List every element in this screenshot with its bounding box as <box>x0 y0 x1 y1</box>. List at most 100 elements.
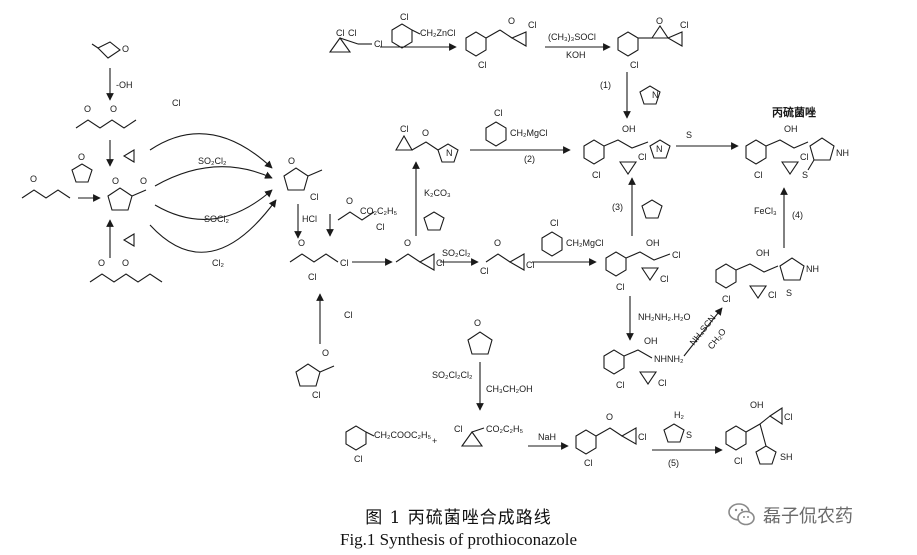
label-s: S <box>802 170 808 180</box>
reagent-hydrazine: NH₂NH₂.H₂O <box>638 312 690 322</box>
label-o: O <box>508 16 515 26</box>
ethyl-acetoacetate: O O <box>89 258 163 283</box>
label-cl: Cl <box>638 432 647 442</box>
label-o: O <box>404 238 411 248</box>
reagent-sulfoxonium: (CH₃)₃SOCl <box>548 32 596 42</box>
label-h2: H₂ <box>674 410 684 420</box>
label-nhnh2: NHNH₂ <box>654 354 684 364</box>
reagent-hcl: HCl <box>302 214 317 224</box>
label-cl: Cl <box>354 454 363 464</box>
reagent-ch2zncl: CH₂ZnCl <box>420 28 456 38</box>
triazole-reagent-2 <box>423 211 445 231</box>
reagent-k2co3: K₂CO₃ <box>424 188 451 198</box>
diketene: O <box>91 41 129 59</box>
ethyl-chlorophenylacetate: CH₂COOC₂H₅ Cl <box>345 425 431 464</box>
label-cl: Cl <box>754 170 763 180</box>
label-o: O <box>288 156 295 166</box>
label-nh: NH <box>806 264 819 274</box>
step-1: (1) <box>600 80 611 90</box>
ethyl-acetate: O <box>21 174 71 199</box>
reagent-ester2: CO₂C₂H₅ <box>486 424 523 434</box>
label-cl: Cl <box>616 282 625 292</box>
oxirane-intermediate: O Cl Cl <box>617 16 689 70</box>
label-cl: Cl <box>630 60 639 70</box>
benzyl-zinc-reagent: Cl CH₂ZnCl <box>391 12 456 49</box>
ketone-intermediate-2: O Cl Cl <box>575 412 647 468</box>
arrow-curve-cl2 <box>149 199 277 253</box>
label-cl: Cl <box>734 456 743 466</box>
reagent-so2cl2: SO₂Cl₂ <box>198 156 227 166</box>
ethylene-oxide-1 <box>122 149 135 163</box>
reagent-fecl3: FeCl₃ <box>754 206 777 216</box>
reagent-ch2o: CH₂O <box>706 327 728 352</box>
dichloro-ketone: Cl O Cl <box>480 238 535 276</box>
synthesis-scheme: Cl Cl Cl Cl CH₂ZnCl O Cl Cl (CH₃)₃SOCl K… <box>21 12 849 468</box>
label-o: O <box>606 412 613 422</box>
chloro-malonate-ester: O CO₂C₂H₅ Cl <box>337 196 397 232</box>
butyrolactone-2: O <box>467 318 493 355</box>
label-o: O <box>110 104 117 114</box>
chlorocyclopropyl-methyl-ketone: O Cl <box>395 238 445 271</box>
label-s: S <box>686 430 692 440</box>
label-cl: Cl <box>310 192 319 202</box>
label-cl: Cl <box>658 378 667 388</box>
benzyl-grignard-2: Cl CH₂MgCl <box>541 218 604 257</box>
label-cl: Cl <box>800 152 809 162</box>
label-oh: OH <box>756 248 770 258</box>
reagent-koh: KOH <box>566 50 586 60</box>
ethylene-oxide-2 <box>122 233 135 247</box>
label-oh: OH <box>622 124 636 134</box>
ethyl-chlorocyclopropanecarboxylate: Cl CO₂C₂H₅ <box>454 424 523 447</box>
reagent-co2et: CO₂C₂H₅ <box>360 206 397 216</box>
label-cl: Cl <box>616 380 625 390</box>
label-o: O <box>422 128 429 138</box>
target-label: 丙硫菌唑 <box>772 105 816 119</box>
label-cl: Cl <box>312 390 321 400</box>
triazole-reagent-3 <box>641 199 663 219</box>
label-oh: OH <box>646 238 660 248</box>
label-cl: Cl <box>722 294 731 304</box>
benzyl-grignard-1: Cl CH₂MgCl <box>485 108 548 147</box>
plus-sign: + <box>432 436 437 446</box>
label-cl: Cl <box>480 266 489 276</box>
label-oh: OH <box>750 400 764 410</box>
reagent-cl2: Cl₂ <box>212 258 224 268</box>
label-cl: Cl <box>478 60 487 70</box>
label-o: O <box>122 258 129 268</box>
thiadiazole-reagent: H₂ S <box>663 410 692 443</box>
label-o: O <box>298 238 305 248</box>
cyclopropyl-acid-chloride: Cl Cl Cl <box>328 28 383 53</box>
label-cl: Cl <box>348 28 357 38</box>
butyrolactone: O <box>71 152 93 183</box>
reagent-triphosgene-2: Cl <box>344 310 353 320</box>
label-n: N <box>446 148 453 158</box>
chlorohydrin-intermediate: OH Cl Cl Cl <box>605 238 681 292</box>
reagent-triphosgene: Cl <box>172 98 181 108</box>
label-nh: NH <box>836 148 849 158</box>
label-o: O <box>30 174 37 184</box>
reagent-nah: NaH <box>538 432 556 442</box>
hydrazino-intermediate: OH NHNH₂ Cl Cl <box>603 336 684 390</box>
acetyl-tetrahydrofuran: O Cl <box>295 348 335 400</box>
label-cl: Cl <box>592 170 601 180</box>
desthio-prothioconazole: OH Cl Cl N <box>583 124 671 180</box>
arrow-curve-socl2 <box>154 189 273 220</box>
step-2: (2) <box>524 154 535 164</box>
label-cl: Cl <box>400 124 409 134</box>
prothioconazole: OH Cl Cl NH S <box>745 124 849 180</box>
label-o: O <box>656 16 663 26</box>
label-cl: Cl <box>528 20 537 30</box>
label-o: O <box>84 104 91 114</box>
label-cl: Cl <box>374 39 383 49</box>
label-sh: SH <box>780 452 793 462</box>
label-o: O <box>140 176 147 186</box>
label-o: O <box>346 196 353 206</box>
step-4: (4) <box>792 210 803 220</box>
label-o: O <box>474 318 481 328</box>
acetyl-butyrolactone: O O <box>107 176 147 211</box>
label-cl: Cl <box>336 28 345 38</box>
label-cl: Cl <box>340 258 349 268</box>
label-cl: Cl <box>768 290 777 300</box>
label-cl: Cl <box>376 222 385 232</box>
label-cl: Cl <box>454 424 463 434</box>
